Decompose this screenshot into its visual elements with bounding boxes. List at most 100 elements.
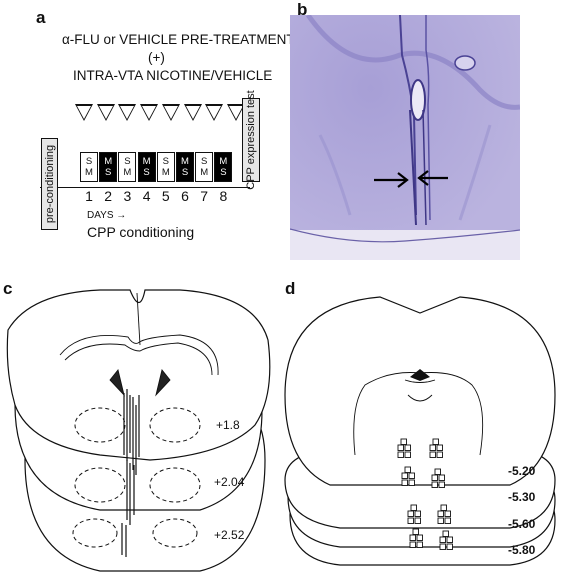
micrograph-drawing: [290, 15, 520, 260]
injection-site-marker: [414, 510, 421, 517]
injection-triangle-icon: [96, 104, 115, 121]
injection-triangle-icon: [183, 104, 202, 121]
injection-site-marker: [397, 444, 404, 451]
injection-site-marker: [439, 536, 446, 543]
injection-site-marker: [400, 438, 407, 445]
timeline-axis: [40, 187, 250, 188]
day-box-bottom-letter: M: [200, 167, 209, 178]
injection-site-marker: [410, 504, 417, 511]
expression-test-box: CPP expression test: [242, 90, 260, 190]
injection-site-marker: [401, 479, 408, 486]
injection-site-marker: [434, 468, 441, 475]
panel-label-b: b: [297, 0, 308, 19]
injection-triangle-icon: [161, 104, 180, 121]
day-box-top-letter: M: [219, 156, 228, 167]
injection-site-marker: [407, 510, 414, 517]
day-number-4: 4: [142, 188, 151, 204]
day-box-bottom-letter: M: [161, 167, 170, 178]
injection-site-marker: [439, 543, 446, 550]
injection-site-marker: [429, 451, 436, 458]
vta-section-1: [284, 296, 556, 486]
level-label-c-2: +2.04: [214, 475, 245, 489]
cpp-conditioning-caption: CPP conditioning: [87, 224, 195, 240]
level-label-c-3: +2.52: [214, 528, 245, 542]
infusion-title: INTRA-VTA NICOTINE/VEHICLE: [73, 68, 273, 83]
injection-site-marker: [446, 543, 453, 550]
injection-site-marker: [436, 444, 443, 451]
injection-site-marker: [404, 466, 411, 473]
day-box-top-letter: S: [162, 156, 169, 167]
injection-triangle-icon: [75, 104, 93, 121]
injection-site-marker: [412, 528, 419, 535]
day-box-top-letter: M: [104, 156, 113, 167]
injection-site-marker: [437, 510, 444, 517]
injection-site-marker: [404, 451, 411, 458]
day-box-bottom-letter: S: [105, 167, 112, 178]
injection-site-marker: [416, 534, 423, 541]
day-box-bottom-letter: S: [143, 167, 150, 178]
day-box-top-letter: S: [124, 156, 131, 167]
injection-triangle-icon: [226, 104, 245, 121]
day-box-top-letter: S: [201, 156, 208, 167]
panel-c-brain-sections: [6, 289, 271, 572]
injection-site-marker: [416, 541, 423, 548]
level-label-d-1: -5.20: [508, 464, 536, 478]
injection-site-marker: [429, 444, 436, 451]
histology-micrograph: [290, 15, 520, 260]
day-box-top-letter: M: [181, 156, 189, 167]
panel-d-brain-sections: [284, 296, 556, 566]
panel-label-c: c: [3, 279, 13, 298]
injection-site-marker: [408, 472, 415, 479]
day-number-5: 5: [161, 188, 170, 204]
injection-site-marker: [409, 541, 416, 548]
level-label-c-1: +1.8: [216, 418, 240, 432]
day-number-6: 6: [181, 188, 189, 204]
injection-site-marker: [404, 444, 411, 451]
day-number-7: 7: [200, 188, 209, 204]
injection-site-marker: [397, 451, 404, 458]
day-box-bottom-letter: M: [123, 167, 132, 178]
expression-test-label: CPP expression test: [245, 90, 257, 190]
day-box-top-letter: M: [142, 156, 151, 167]
days-label: DAYS →: [87, 210, 127, 221]
injection-site-marker: [437, 517, 444, 524]
injection-site-marker: [409, 534, 416, 541]
injection-site-marker: [407, 517, 414, 524]
day-number-2: 2: [104, 188, 113, 204]
injection-site-marker: [408, 479, 415, 486]
panel-label-d: d: [285, 279, 296, 298]
day-box-bottom-letter: M: [85, 167, 93, 178]
level-label-d-2: -5.30: [508, 490, 536, 504]
injection-site-marker: [436, 451, 443, 458]
injection-site-marker: [431, 474, 438, 481]
day-number-3: 3: [123, 188, 132, 204]
injection-triangle-icon: [205, 104, 224, 121]
injection-triangle-icon: [118, 104, 137, 121]
plus-sign: (+): [148, 50, 165, 65]
injection-site-marker: [438, 481, 445, 488]
pre-conditioning-box: pre-conditioning: [41, 138, 58, 230]
day-number-8: 8: [219, 188, 228, 204]
pretreatment-title: α-FLU or VEHICLE PRE-TREATMENT: [62, 32, 295, 47]
injection-site-marker: [446, 536, 453, 543]
day-number-1: 1: [85, 188, 93, 204]
day-box-top-letter: S: [85, 156, 93, 167]
injection-site-marker: [438, 474, 445, 481]
level-label-d-4: -5.80: [508, 543, 536, 557]
panel-label-a: a: [36, 8, 46, 27]
injection-site-marker: [444, 510, 451, 517]
injection-site-marker: [431, 481, 438, 488]
section-outline-front: [6, 289, 271, 461]
injection-site-marker: [442, 530, 449, 537]
level-label-d-3: -5.60: [508, 517, 536, 531]
injection-site-marker: [414, 517, 421, 524]
injection-site-marker: [432, 438, 439, 445]
